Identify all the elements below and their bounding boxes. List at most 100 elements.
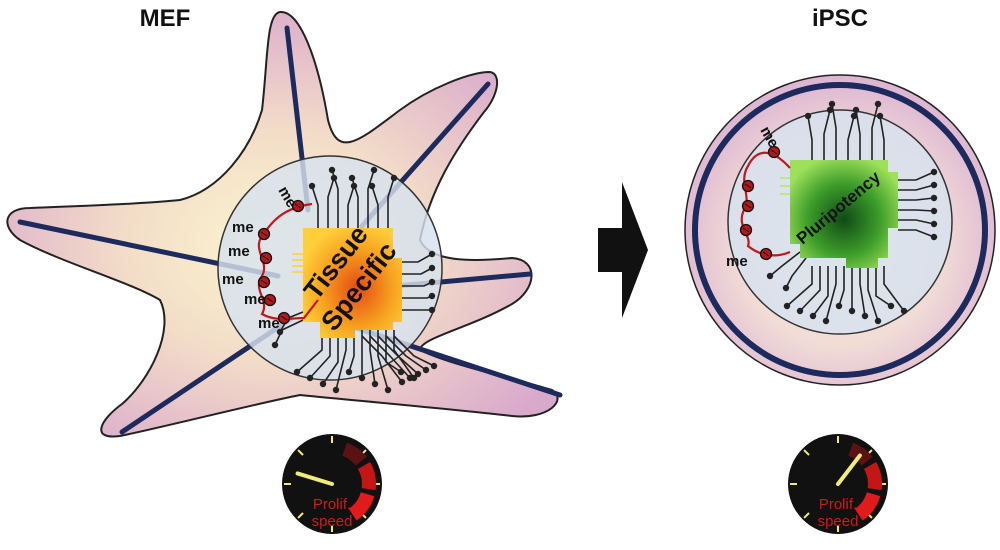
circuit-pin [414, 370, 422, 378]
methyl-bead-mark [260, 279, 268, 285]
circuit-trace [387, 177, 395, 228]
methyl-bead-mark [744, 203, 752, 209]
methyl-label: me [228, 243, 250, 260]
circuit-trace [371, 185, 379, 228]
circuit-trace [786, 266, 813, 307]
circuit-pin [874, 100, 882, 108]
methyl-label: me [222, 271, 244, 288]
circuit-pin [930, 233, 938, 241]
circuit-pin [804, 112, 812, 120]
methyl-bead-group [739, 145, 781, 261]
gauge-tick [803, 512, 810, 519]
circuit-trace [377, 335, 419, 375]
methyl-label: me [232, 219, 254, 236]
circuit-trace [859, 266, 866, 317]
circuit-pin [930, 168, 938, 176]
circuit-trace [831, 103, 837, 160]
circuit-pin [796, 307, 804, 315]
methyl-bead-mark [260, 231, 268, 237]
circuit-pin [430, 362, 438, 370]
circuit-pin [332, 386, 340, 394]
ipsc-proliferation-gauge: Prolif.speed [788, 434, 888, 534]
circuit-pin [276, 328, 284, 336]
circuit-pin [293, 368, 301, 376]
methyl-bead-mark [742, 227, 750, 233]
circuit-pin [930, 194, 938, 202]
methyl-bead-mark [262, 255, 270, 261]
methyl-label: me [244, 291, 266, 308]
circuit-pin [887, 302, 895, 310]
circuit-pin [900, 307, 908, 315]
methyl-bead-group [257, 199, 305, 325]
circuit-pin [428, 264, 436, 272]
circuit-pin [368, 182, 376, 190]
gauge-label-line2: speed [818, 513, 859, 530]
circuit-trace [393, 335, 435, 367]
circuit-pin [319, 380, 327, 388]
gauge-needle [295, 471, 334, 486]
circuit-pin [422, 366, 430, 374]
mef-circuit-traces [271, 166, 438, 394]
methyl-bead-mark [266, 297, 274, 303]
circuit-trace [402, 253, 433, 263]
circuit-pin [345, 368, 353, 376]
circuit-pin [390, 174, 398, 182]
gauge-tick [803, 449, 810, 456]
mef-proliferation-gauge: Prolif.speed [282, 434, 382, 534]
circuit-trace [898, 197, 935, 201]
circuit-pin [370, 166, 378, 174]
circuit-trace [385, 335, 427, 371]
gauge-needle [836, 453, 862, 486]
circuit-pin [308, 182, 316, 190]
circuit-trace [322, 330, 339, 385]
circuit-trace [879, 115, 885, 160]
circuit-trace [825, 266, 837, 322]
circuit-pin [358, 374, 366, 382]
circuit-pin [371, 380, 379, 388]
circuit-pin [850, 112, 858, 120]
gauge-label-line1: Prolif. [819, 496, 857, 513]
circuit-trace [402, 267, 433, 275]
circuit-trace [855, 109, 861, 160]
circuit-trace [309, 330, 331, 379]
gauge-label-line1: Prolif. [313, 496, 351, 513]
circuit-pin [348, 174, 356, 182]
circuit-pin [766, 272, 774, 280]
circuit-pin [874, 317, 882, 325]
gauge-label-line2: speed [312, 513, 353, 530]
gauge-zone [863, 462, 882, 491]
circuit-trace [377, 330, 389, 391]
circuit-trace [807, 115, 813, 160]
ipsc-circuit-traces [766, 100, 938, 325]
circuit-pin [428, 306, 436, 314]
circuit-trace [347, 185, 355, 228]
circuit-trace [367, 169, 375, 228]
circuit-trace [875, 266, 892, 307]
circuit-trace [898, 229, 935, 238]
circuit-pin [306, 374, 314, 382]
circuit-pin [782, 284, 790, 292]
methyl-bead-mark [762, 251, 770, 257]
methyl-bead-mark [744, 183, 752, 189]
gauge-zone [357, 462, 376, 491]
methyl-bead-mark [280, 315, 288, 321]
circuit-trace [311, 185, 319, 228]
circuit-pin [398, 378, 406, 386]
circuit-pin [428, 292, 436, 300]
mef-title: MEF [140, 5, 191, 32]
circuit-pin [783, 302, 791, 310]
circuit-pin [406, 374, 414, 382]
circuit-pin [828, 100, 836, 108]
circuit-pin [835, 302, 843, 310]
circuit-trace [361, 335, 403, 383]
circuit-pin [822, 317, 830, 325]
circuit-trace [327, 177, 335, 228]
ipsc-title: iPSC [812, 5, 868, 32]
methyl-bead-mark [770, 149, 778, 155]
circuit-trace [369, 335, 411, 379]
circuit-trace [823, 109, 831, 160]
pluripotency-chip: Pluripotency [780, 160, 898, 268]
